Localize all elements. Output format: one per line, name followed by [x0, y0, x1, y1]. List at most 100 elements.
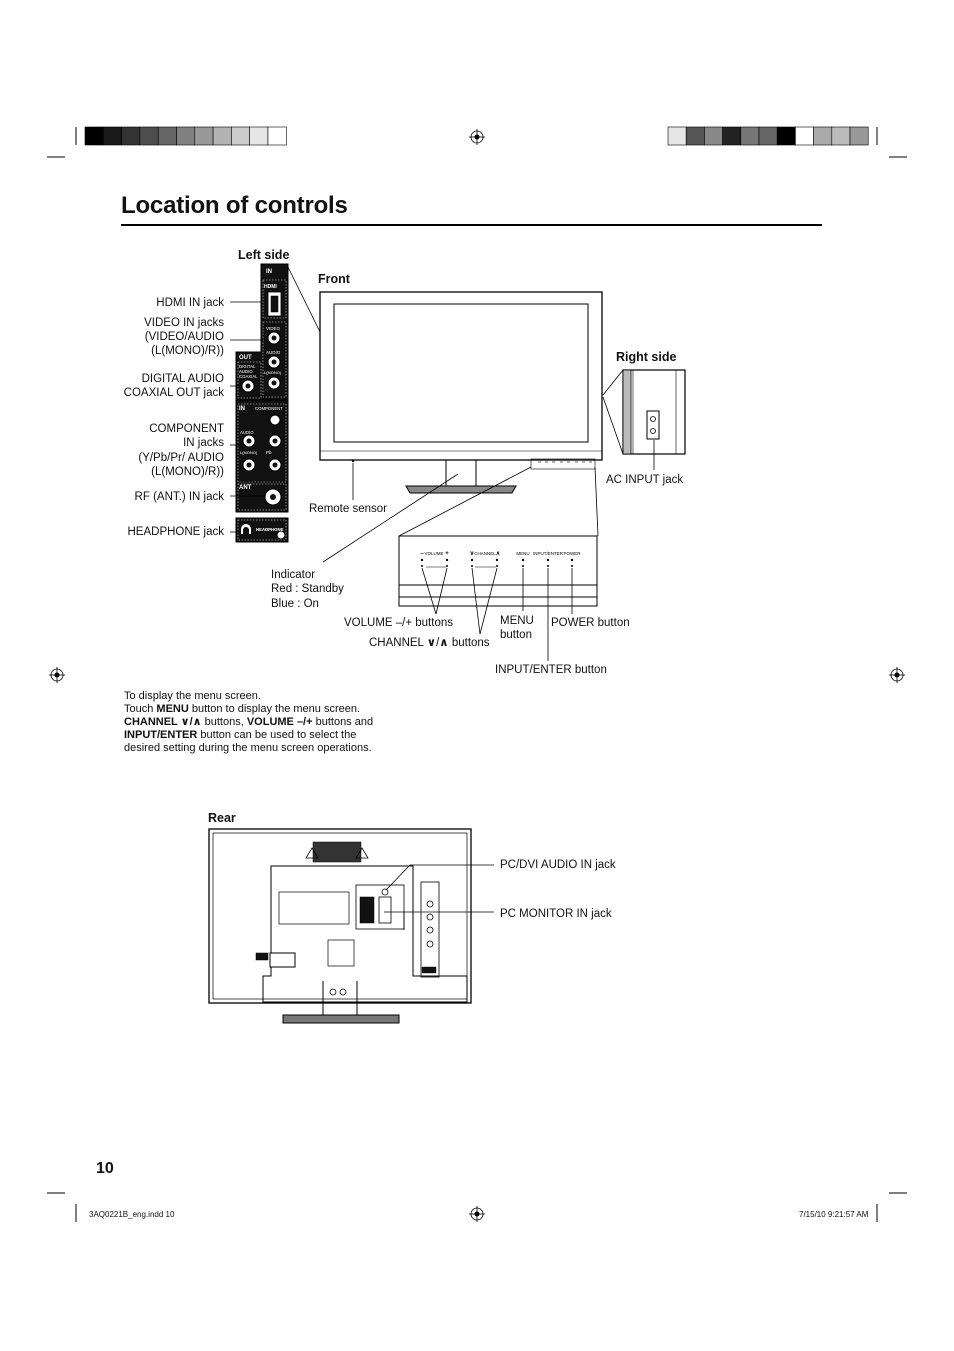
rear-cabinet: [262, 865, 468, 1003]
label-rf-in-jack: RF (ANT.) IN jack: [134, 491, 224, 503]
pc-monitor-port-icon: [359, 896, 375, 924]
control-mark-input-enter: INPUT/ENTER: [533, 551, 564, 556]
page-title: Location of controls: [121, 192, 348, 219]
stand-screw: [329, 988, 337, 996]
registration-swatch: [267, 126, 287, 146]
control-button-dot: [571, 565, 573, 567]
label-channel-buttons: CHANNEL ∨/∧ buttons: [369, 637, 490, 649]
rear-vent: [327, 939, 355, 967]
pc-port-frame: [378, 896, 392, 924]
panel-mark-audio2: AUDIO: [239, 369, 253, 374]
menu-note-line-5: desired setting during the menu screen o…: [124, 742, 372, 754]
registration-swatch: [813, 126, 833, 146]
text: Touch: [124, 703, 157, 715]
registration-swatch: [103, 126, 122, 146]
text-bold: VOLUME –/+: [246, 716, 313, 728]
heading-left-side: Left side: [238, 248, 290, 262]
panel-mark-mono2: L(MONO): [240, 450, 258, 455]
leader-line: [435, 567, 448, 615]
registration-swatch: [722, 126, 742, 146]
registration-swatch: [667, 126, 687, 146]
panel-mark-hdmi: HDMI: [264, 284, 277, 290]
panel-dotted-border: [262, 321, 287, 398]
panel-dotted-border: [237, 361, 262, 399]
rear-jack-icon: [426, 926, 434, 934]
menu-note-line-2: Touch MENU button to display the menu sc…: [124, 703, 424, 716]
menu-note: To display the menu screen. Touch MENU b…: [124, 690, 424, 755]
label-component-1: COMPONENT: [149, 423, 224, 435]
label-component-2: IN jacks: [183, 437, 224, 449]
rear-side-jacks: [420, 881, 440, 978]
panel-mark-audio3: AUDIO: [240, 430, 254, 435]
right-side-edge: [622, 369, 632, 455]
registration-swatch: [176, 126, 196, 146]
control-button-dot: [547, 565, 549, 567]
control-button-dot: [570, 558, 574, 562]
panel-mark-coaxial: COAXIAL: [239, 374, 258, 379]
rear-label-area: [278, 891, 350, 925]
control-button-dot: [421, 565, 423, 567]
rca-jack-center: [271, 359, 277, 365]
control-button-dot: [522, 565, 524, 567]
control-mark-power: POWER: [563, 551, 581, 556]
rear-stand-neck: [322, 981, 358, 1016]
rca-jack-center: [271, 380, 277, 386]
tv-front-screen: [333, 303, 589, 443]
tv-rear-frame: [208, 828, 472, 1004]
remote-sensor-dot: [351, 459, 355, 463]
rca-jack-center: [246, 462, 252, 468]
control-mark-ch-up: ∧: [496, 551, 500, 557]
rear-jack-icon: [426, 900, 434, 908]
registration-swatch: [685, 126, 705, 146]
label-video-in-2: (VIDEO/AUDIO: [144, 331, 224, 343]
registration-swatch: [157, 126, 177, 146]
label-ac-input-jack: AC INPUT jack: [606, 474, 684, 486]
tv-front-frame: [319, 291, 603, 461]
panel-dotted-border: [237, 403, 287, 483]
control-mark-minus: –: [420, 551, 424, 557]
text-bold: ∨/∧: [180, 716, 202, 728]
text-bold: CHANNEL: [124, 716, 181, 728]
registration-swatch: [831, 126, 851, 146]
leader-line: [594, 466, 599, 537]
leader-line: [602, 369, 624, 396]
headphone-icon: [241, 524, 251, 534]
pc-input-block: [355, 884, 405, 930]
channel-down-up-icon: ∨: [426, 637, 437, 649]
control-mark-channel: CHANNEL: [474, 551, 496, 556]
registration-swatch: [212, 126, 232, 146]
leader-line: [322, 473, 459, 563]
label-menu-1: MENU: [500, 615, 534, 627]
label-pc-monitor-in: PC MONITOR IN jack: [500, 908, 612, 920]
label-channel-suffix: buttons: [451, 637, 490, 649]
panel-mark-ant: ANT: [239, 485, 252, 491]
label-component-3: (Y/Pb/Pr/ AUDIO: [138, 452, 224, 464]
rear-cable-hook: [269, 952, 296, 968]
registration-swatch: [249, 126, 269, 146]
leader-line: [385, 864, 494, 891]
label-volume-buttons: VOLUME –/+ buttons: [344, 617, 453, 629]
text: buttons,: [201, 716, 247, 728]
panel-mark-in: IN: [266, 269, 272, 275]
ac-input-jack-icon: [646, 410, 660, 440]
leader-line: [471, 567, 481, 635]
control-button-dot: [470, 558, 474, 562]
ac-input-pin: [650, 416, 656, 422]
control-button-dot: [521, 558, 525, 562]
registration-target: [894, 672, 900, 678]
label-power-button: POWER button: [551, 617, 630, 629]
heading-front: Front: [318, 272, 350, 286]
control-mark-menu: MENU: [516, 551, 529, 556]
front-control-strip: [530, 458, 596, 470]
pc-audio-jack-icon: [381, 888, 389, 896]
rear-jack-icon: [426, 940, 434, 948]
page-number: 10: [96, 1160, 114, 1177]
hdmi-port-inner: [270, 295, 279, 313]
registration-swatch: [776, 126, 796, 146]
label-video-in-1: VIDEO IN jacks: [144, 317, 224, 329]
rear-warning-label: [312, 841, 362, 863]
heading-rear: Rear: [208, 811, 236, 825]
registration-swatch: [758, 126, 778, 146]
stand-screw: [339, 988, 347, 996]
